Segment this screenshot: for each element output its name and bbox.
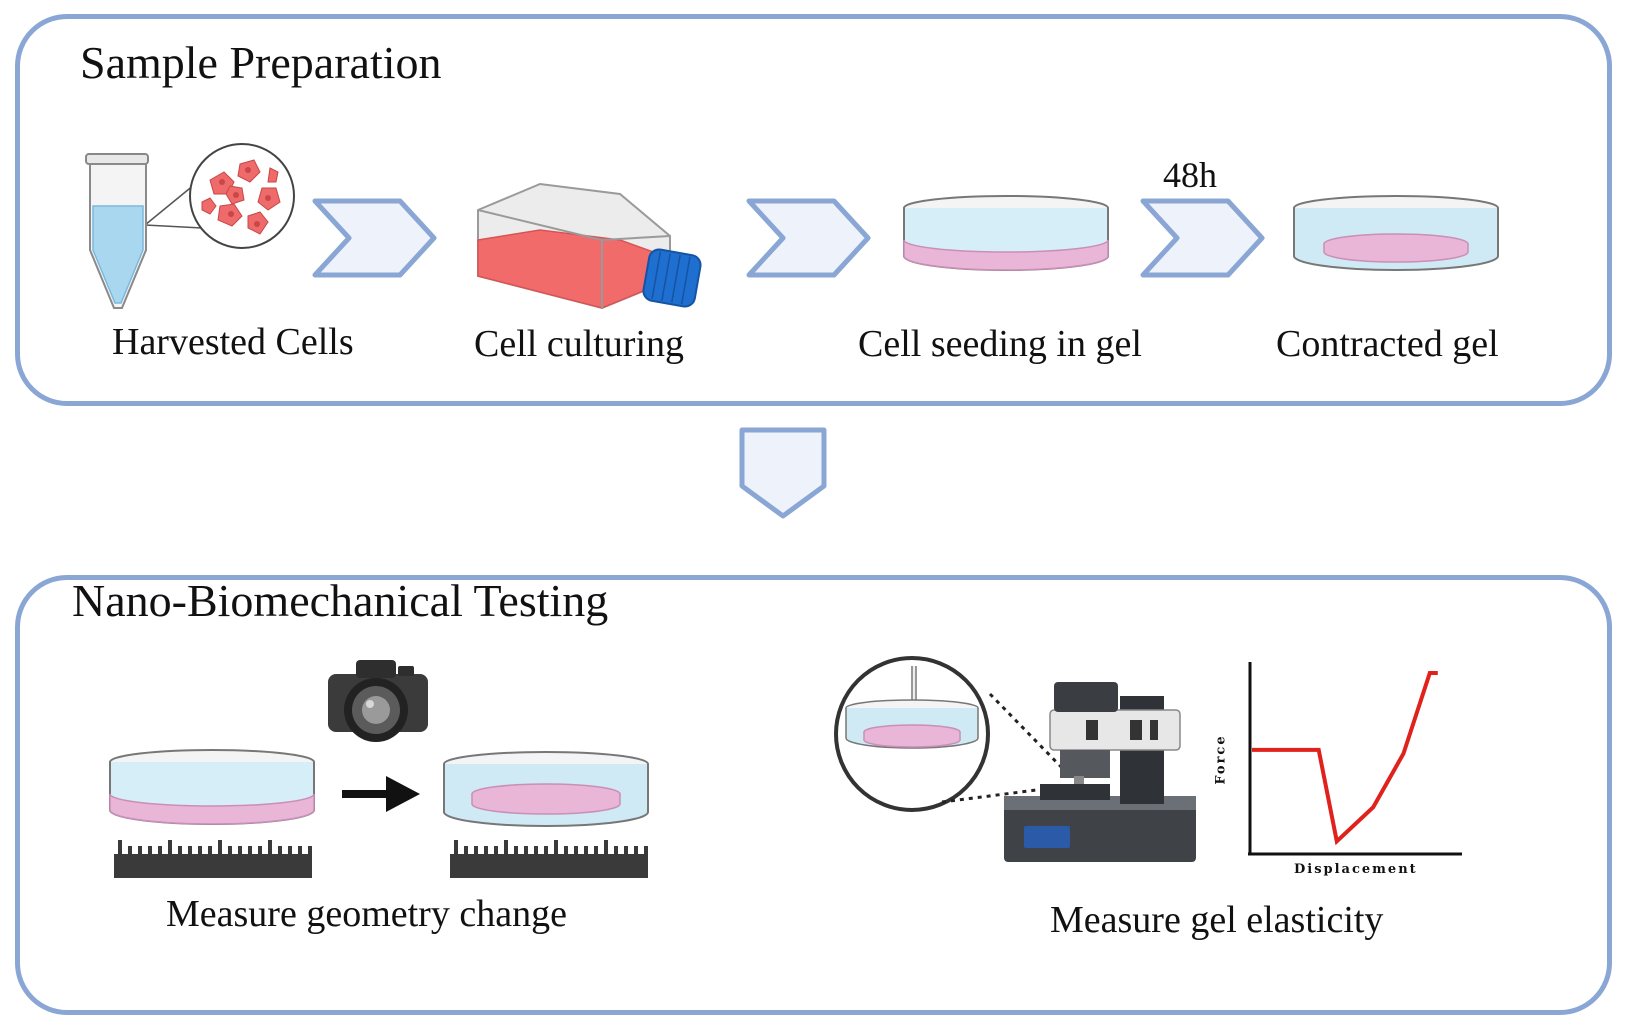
step-label-cell-seeding: Cell seeding in gel [858,323,1142,365]
ruler-tick [494,846,498,856]
ruler-tick [218,840,222,856]
testing-title: Nano-Biomechanical Testing [72,575,609,626]
afm-microscope-icon [1004,682,1196,862]
ruler-icon [114,840,312,878]
ruler-tick [614,846,618,856]
ruler-tick [604,840,608,856]
step-label-cell-culturing: Cell culturing [474,323,685,365]
ruler-tick [288,846,292,856]
ruler-tick [168,840,172,856]
ruler-tick [238,846,242,856]
zoom-lines [941,692,1072,804]
chevron-right-icon [1140,198,1265,278]
geometry-label: Measure geometry change [166,893,567,935]
ruler-tick [484,846,488,856]
ruler-tick [188,846,192,856]
ruler-tick [624,846,628,856]
ruler-tick [644,846,648,856]
ruler-tick [228,846,232,856]
magnifier-icon [834,656,990,812]
ruler-tick [268,840,272,856]
ruler-tick [138,846,142,856]
ruler-tick [514,846,518,856]
ruler-tick [564,846,568,856]
ruler-tick [464,846,468,856]
ruler-tick [504,840,508,856]
elasticity-label: Measure gel elasticity [1050,899,1384,941]
ruler-tick [454,840,458,856]
ruler-tick [594,846,598,856]
ruler-tick [278,846,282,856]
ruler-tick [178,846,182,856]
ruler-tick [298,846,302,856]
ruler-tick [634,846,638,856]
ruler-tick [128,846,132,856]
step-label-contracted-gel: Contracted gel [1276,323,1499,365]
petri-dish-gel-icon [903,195,1109,271]
petri-dish-contracted-icon [443,751,649,827]
microtube-cells-icon [85,143,295,309]
sample-preparation-title: Sample Preparation [80,37,442,88]
series-line-force [1252,671,1438,846]
ruler-tick [198,846,202,856]
y-axis-label: Force [1213,734,1229,785]
ruler-tick [574,846,578,856]
chevron-down-icon [739,427,827,519]
ruler-tick [158,846,162,856]
ruler-tick [308,846,312,856]
ruler-tick [118,840,122,856]
ruler-tick [554,840,558,856]
culture-flask-icon [477,182,702,310]
duration-label: 48h [1163,155,1217,195]
ruler-tick [534,846,538,856]
ruler-tick [248,846,252,856]
petri-dish-contracted-icon [1293,195,1499,271]
ruler-tick [258,846,262,856]
chevron-right-icon [312,198,437,278]
camera-icon [328,660,428,742]
ruler-tick [148,846,152,856]
arrow-right-icon [342,776,420,812]
ruler-tick [474,846,478,856]
x-axis-label: Displacement [1294,862,1418,877]
ruler-icon [450,840,648,878]
ruler-tick [524,846,528,856]
step-label-harvested-cells: Harvested Cells [112,321,354,363]
ruler-tick [208,846,212,856]
force-displacement-chart [1248,662,1462,856]
petri-dish-icon [109,749,315,825]
ruler-tick [584,846,588,856]
ruler-tick [544,846,548,856]
chevron-right-icon [746,198,871,278]
